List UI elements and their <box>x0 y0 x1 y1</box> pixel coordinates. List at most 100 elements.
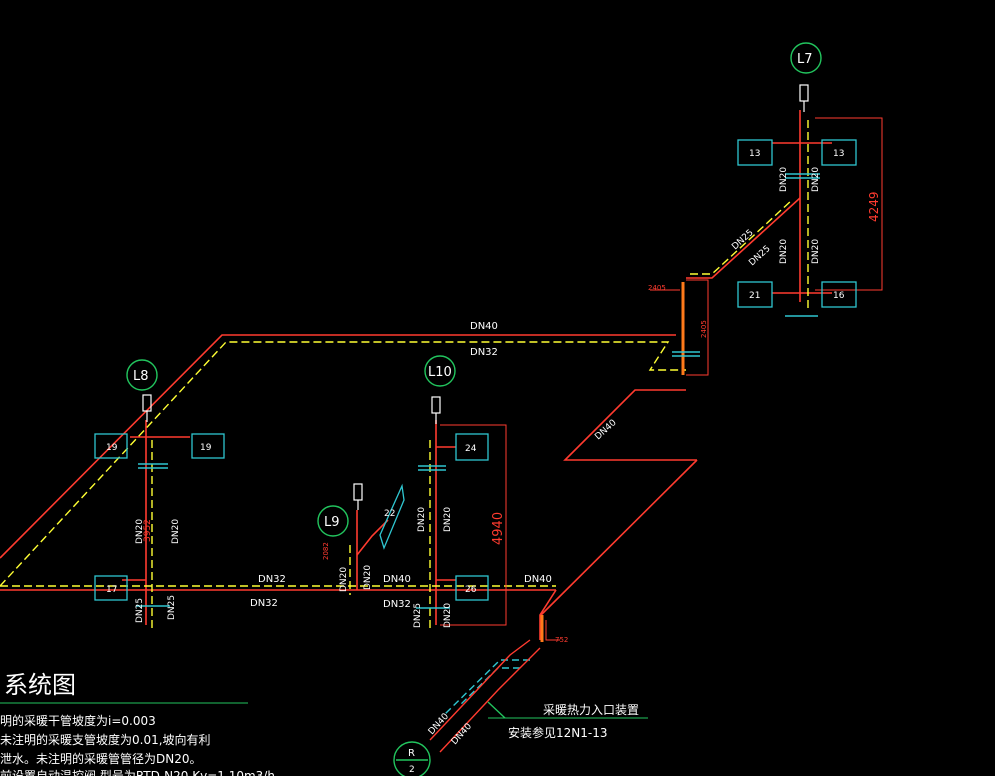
radiator-16-label: 16 <box>833 291 845 301</box>
pipe-labels: DN40 DN32 DN40 DN25 DN25 DN20 DN20 DN20 … <box>135 167 821 747</box>
entry-pipe-a <box>429 639 531 741</box>
riser-tag-l8[interactable] <box>126 359 158 391</box>
riser-r2-bottom-label: 2 <box>409 765 415 775</box>
radiator-22-label: 22 <box>384 509 395 519</box>
supply-dn40-loop-lower <box>539 459 698 617</box>
dimension-labels: 4249 4940 2405 2405 3952 2082 752 <box>143 191 881 644</box>
pipe-label-dn20-l7-c: DN20 <box>779 239 789 264</box>
dim-2082-label: 2082 <box>322 542 330 560</box>
pipe-label-dn20-l10: DN20 <box>417 507 427 532</box>
riser-valves <box>142 84 809 510</box>
pipe-label-dn20-l8: DN20 <box>135 519 145 544</box>
legend-note-2: 未注明的采暖支管坡度为0.01,坡向有利 <box>0 732 211 747</box>
radiator-22[interactable] <box>379 483 405 550</box>
dim-752-label: 752 <box>555 636 568 644</box>
radiator-19b[interactable] <box>191 433 225 459</box>
pipe-label-dn32-bottom-c: DN32 <box>383 599 411 610</box>
radiator-17[interactable] <box>94 575 128 601</box>
riser-l7-label: L7 <box>797 52 813 67</box>
radiators <box>94 139 857 601</box>
return-l7-branch <box>690 199 793 275</box>
radiator-19b-label: 19 <box>200 443 212 453</box>
riser-l8-label: L8 <box>133 369 149 384</box>
entry-pipe-b <box>439 647 541 753</box>
radiator-24[interactable] <box>455 433 489 461</box>
pipe-label-dn20-l7-b: DN20 <box>811 167 821 192</box>
dim-4249-line <box>815 117 883 291</box>
dim-2405-left-label: 2405 <box>648 284 666 292</box>
riser-tags <box>126 42 822 776</box>
supply-pipes <box>0 110 832 640</box>
dim-4940-line <box>440 424 507 626</box>
entry-leader <box>487 701 506 719</box>
radiator-21[interactable] <box>737 281 773 308</box>
legend-note-4: 前设置自动温控阀,型号为RTD-N20 Kv=1.10m3/h <box>0 768 275 776</box>
riser-r2-top-label: R <box>408 748 415 759</box>
pipe-label-dn25-b: DN25 <box>747 244 772 268</box>
dim-752 <box>545 620 560 641</box>
supply-dn40-loop <box>563 389 697 461</box>
pipe-label-dn40-diag: DN40 <box>593 418 619 442</box>
legend-note-1: 明的采暖干管坡度为i=0.003 <box>0 713 156 728</box>
radiator-26[interactable] <box>455 575 489 601</box>
radiator-13b[interactable] <box>821 139 857 166</box>
radiator-13b-label: 13 <box>833 149 844 159</box>
pipe-label-dn40-bottom: DN40 <box>383 574 411 585</box>
riser-l9-label: L9 <box>324 515 340 530</box>
radiator-21-label: 21 <box>749 291 760 301</box>
supply-l9-radiator <box>356 519 389 556</box>
pipe-label-dn20-l7-a: DN20 <box>779 167 789 192</box>
pipe-label-dn20-l7-d: DN20 <box>811 239 821 264</box>
radiator-13a[interactable] <box>737 139 773 166</box>
pipe-label-dn32-bottom-a: DN32 <box>258 574 286 585</box>
return-main-top <box>0 341 686 587</box>
radiator-13a-label: 13 <box>749 149 760 159</box>
pipe-label-dn32-bottom-b: DN32 <box>250 598 278 609</box>
legend-note-3: 泄水。未注明的采暖管管径为DN20。 <box>0 751 202 766</box>
radiator-16[interactable] <box>821 281 857 308</box>
pipe-label-dn40-top: DN40 <box>470 321 498 332</box>
entry-pipes <box>429 639 541 753</box>
radiator-24-label: 24 <box>465 444 477 454</box>
pipe-label-dn25-l8: DN25 <box>135 598 145 623</box>
radiator-19a-label: 19 <box>106 443 118 453</box>
valve-l7 <box>799 84 809 102</box>
entry-label: 采暖热力入口装置 <box>543 703 639 717</box>
dim-2405-b <box>686 279 709 376</box>
valve-l9 <box>353 483 363 501</box>
riser-tag-l10[interactable] <box>424 355 456 387</box>
pipe-label-dn20-l10-b: DN20 <box>443 507 453 532</box>
pipe-label-dn25-l8-b: DN25 <box>167 595 177 620</box>
radiator-19a[interactable] <box>94 433 128 459</box>
riser-l10-label: L10 <box>428 365 452 380</box>
riser-tag-l7[interactable] <box>790 42 822 74</box>
pipe-supports <box>136 173 820 715</box>
radiator-26-label: 26 <box>465 585 477 595</box>
entry-markers <box>540 282 685 642</box>
dim-3952-label: 3952 <box>143 519 153 542</box>
pipe-label-dn20-l9-b: DN20 <box>363 565 373 590</box>
valve-l10 <box>431 396 441 414</box>
radiator-17-label: 17 <box>106 585 117 595</box>
supply-l7-branch <box>686 197 801 279</box>
entry-ref: 安装参见12N1-13 <box>508 725 607 740</box>
pipe-label-dn20-l8-b: DN20 <box>171 519 181 544</box>
dimension-lines <box>440 117 883 641</box>
supply-main-top <box>0 334 676 559</box>
pipe-label-dn20-l10-c: DN20 <box>443 603 453 628</box>
dim-2405-right-label: 2405 <box>700 320 708 338</box>
dim-4249-label: 4249 <box>867 191 881 222</box>
pipe-label-dn40-entry-a: DN40 <box>427 711 451 737</box>
riser-tag-l9[interactable] <box>317 505 349 537</box>
pipe-label-dn40-entry-b: DN40 <box>450 721 474 747</box>
pipe-label-dn25-a: DN25 <box>730 228 755 252</box>
dim-4940-label: 4940 <box>491 512 506 545</box>
legend: 系统图 明的采暖干管坡度为i=0.003 未注明的采暖支管坡度为0.01,坡向有… <box>0 671 275 776</box>
pipe-label-dn40-bottom-r: DN40 <box>524 574 552 585</box>
pipe-label-dn25-l10: DN25 <box>413 603 423 628</box>
riser-tag-r2[interactable] <box>393 741 431 776</box>
pipe-label-dn32-top: DN32 <box>470 347 498 358</box>
legend-title: 系统图 <box>4 671 76 699</box>
return-pipes <box>0 120 809 630</box>
